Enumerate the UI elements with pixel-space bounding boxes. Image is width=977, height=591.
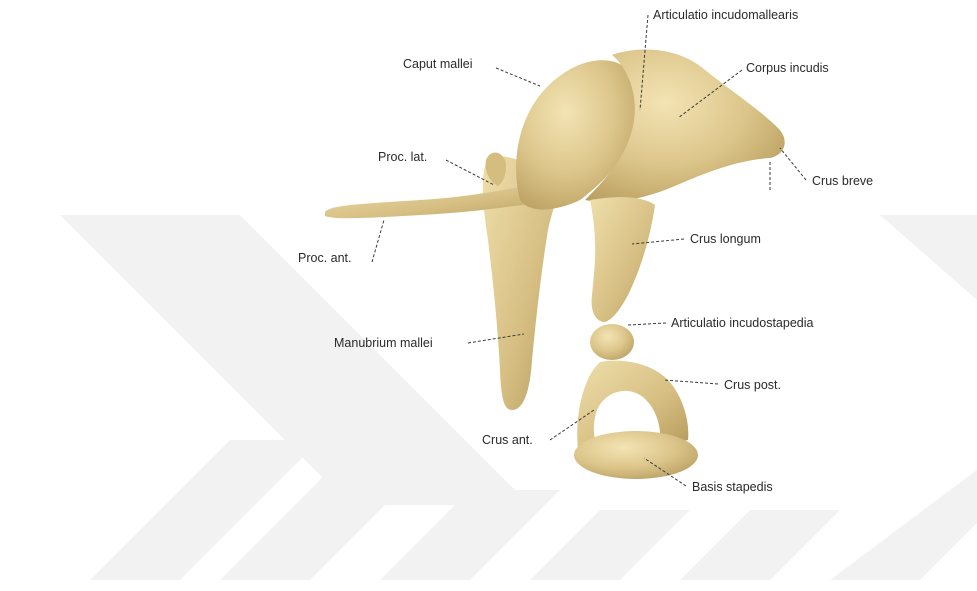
label-proc-ant: Proc. ant. [298,251,352,265]
label-manubrium-mallei: Manubrium mallei [334,336,433,350]
label-proc-lat: Proc. lat. [378,150,427,164]
label-corpus-incudis: Corpus incudis [746,61,829,75]
label-basis-stapedis: Basis stapedis [692,480,773,494]
label-caput-mallei: Caput mallei [403,57,472,71]
label-crus-ant: Crus ant. [482,433,533,447]
stapes-illustration [574,361,698,479]
label-crus-post: Crus post. [724,378,781,392]
label-crus-breve: Crus breve [812,174,873,188]
label-articulatio-incudostapedia: Articulatio incudostapedia [671,316,813,330]
label-crus-longum: Crus longum [690,232,761,246]
label-articulatio-incudomallearis: Articulatio incudomallearis [653,8,798,22]
